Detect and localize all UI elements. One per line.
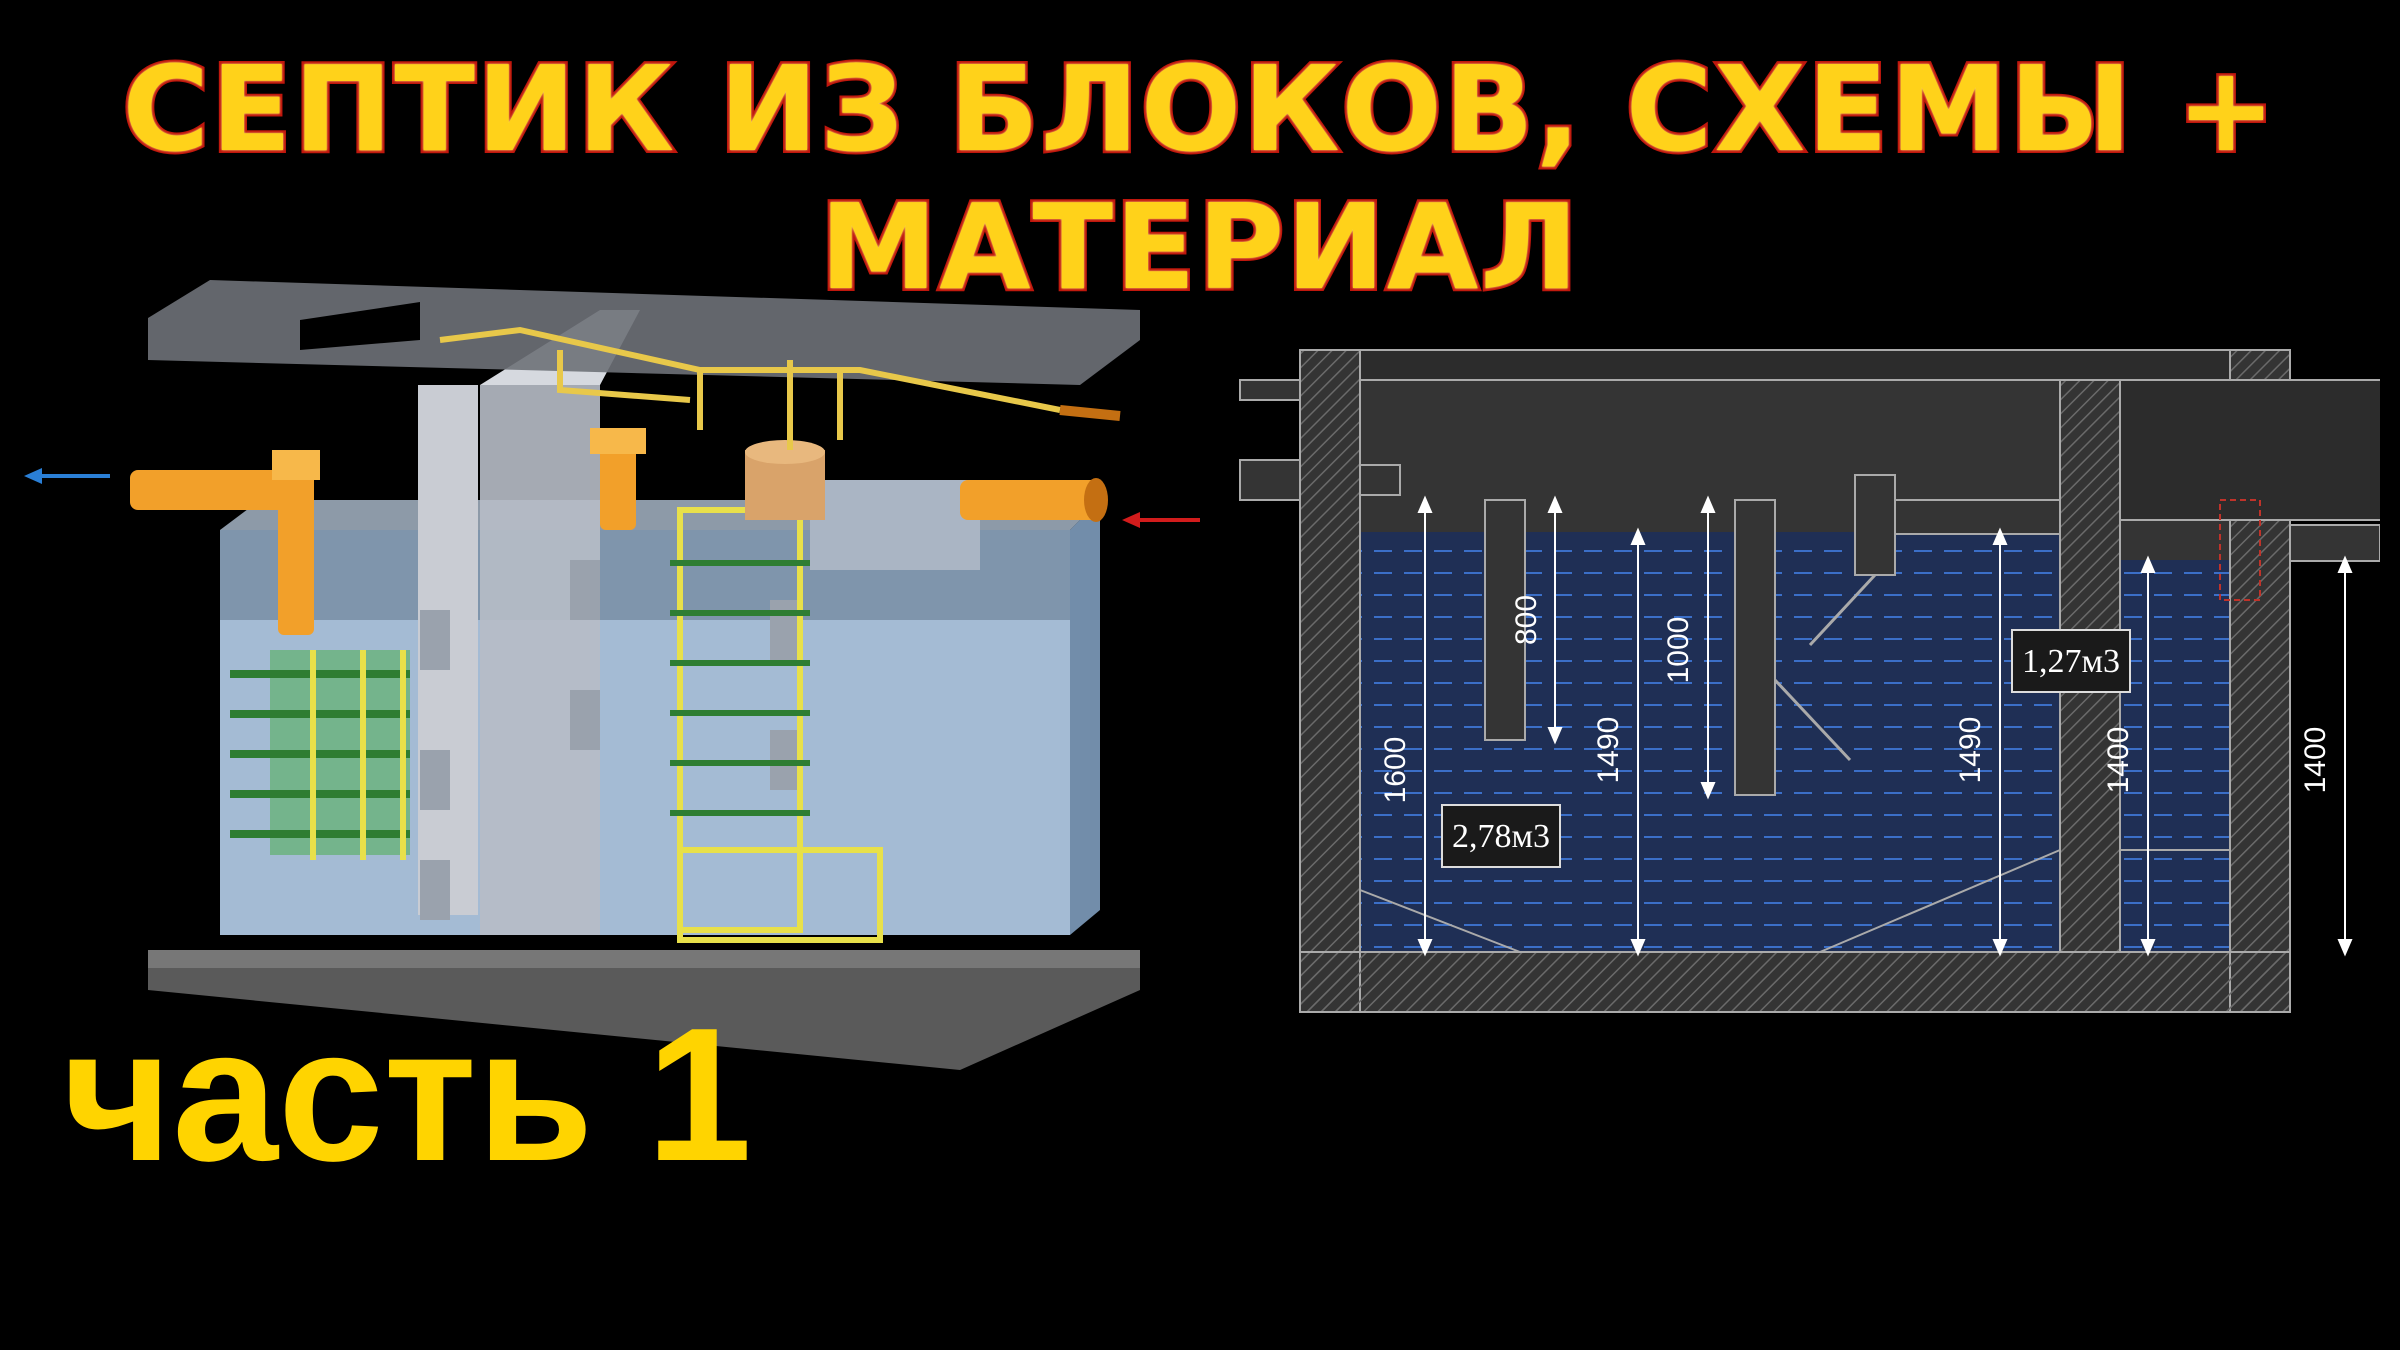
page-title: СЕПТИК ИЗ БЛОКОВ, СХЕМЫ + МАТЕРИАЛ [119, 37, 2278, 319]
inlet-pipe [960, 478, 1108, 522]
volume-left-label: 2,78м3 [1452, 818, 1550, 855]
septic-section-drawing: 1600 800 1490 1000 1490 1400 1400 2,78м3… [1239, 349, 2380, 1013]
floor-slab [1299, 951, 2291, 1013]
top-cover-frame [148, 280, 1140, 385]
dim-1600: 1600 [1379, 737, 1412, 804]
part-label: часть 1 [62, 989, 752, 1201]
partition-wall-2 [480, 385, 600, 935]
dim-800: 800 [1510, 595, 1543, 645]
dim-1000: 1000 [1662, 617, 1695, 684]
outlet-arrow [24, 468, 110, 484]
septic-3d-illustration [24, 280, 1200, 1070]
dim-1490-mid: 1490 [1954, 717, 1987, 784]
top-slab [1359, 349, 2231, 381]
overflow-pipe [600, 430, 636, 530]
base-slab [148, 950, 1140, 1070]
filter-cage-left [230, 650, 410, 860]
outlet-pipe [130, 450, 320, 635]
volume-left-box [1441, 804, 1561, 868]
volume-right-box [2011, 629, 2131, 693]
aeration-pipework [439, 326, 1061, 450]
inlet-arrow [1122, 512, 1200, 528]
partition-wall-3 [810, 480, 980, 570]
wall-left [1299, 349, 1361, 1013]
dim-1490-left: 1490 [1592, 717, 1625, 784]
dim-1400-inner: 1400 [2102, 727, 2135, 794]
dim-1400-outer: 1400 [2299, 727, 2332, 794]
volume-right-label: 1,27м3 [2022, 643, 2120, 680]
baffle-2 [1734, 499, 1776, 796]
filter-column-right [670, 440, 883, 943]
baffle-1 [1484, 499, 1526, 741]
